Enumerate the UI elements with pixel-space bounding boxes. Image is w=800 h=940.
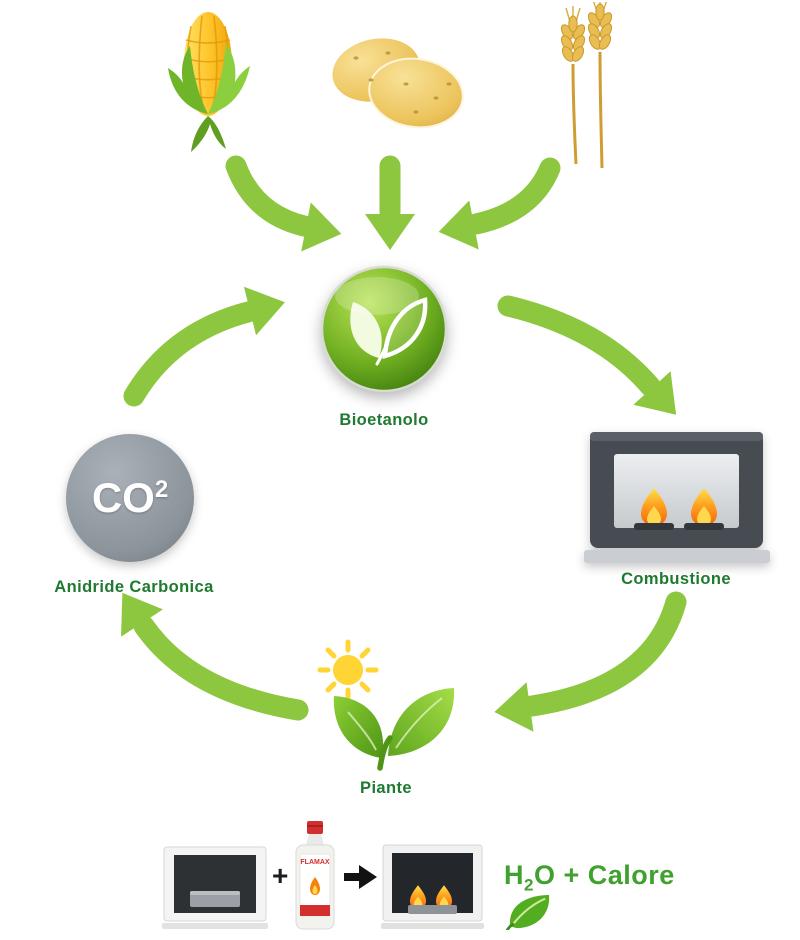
fireplace-burning-icon xyxy=(584,428,770,568)
potatoes-icon xyxy=(316,26,472,134)
co2-symbol: CO2 xyxy=(91,474,169,521)
leaf-icon xyxy=(506,892,554,930)
fireplace-empty-icon xyxy=(160,845,270,933)
wheat-icon xyxy=(540,2,632,168)
combustion-label: Combustione xyxy=(621,570,731,588)
bioethanol-bottle-icon: FLAMAX xyxy=(292,821,338,933)
plus-sign: + xyxy=(272,860,289,891)
arrow-corn-to-bioethanol xyxy=(221,151,346,257)
arrow-potatoes-to-bioethanol xyxy=(360,151,420,255)
bioethanol-label: Bioetanolo xyxy=(339,411,429,429)
plant-with-sun-icon xyxy=(296,638,482,774)
result-text: H2O + Calore xyxy=(504,860,675,895)
corn-icon xyxy=(158,6,258,156)
bioethanol-leaf-circle-icon xyxy=(319,264,449,394)
black-right-arrow-icon xyxy=(344,864,378,890)
arrow-combustion-to-plants xyxy=(489,587,691,737)
fireplace-lit-icon xyxy=(380,843,485,933)
co2-circle-icon: CO2 xyxy=(64,432,196,564)
arrow-bioethanol-to-combustion xyxy=(493,291,681,420)
bottle-brand: FLAMAX xyxy=(300,859,329,866)
arrow-co2-to-bioethanol xyxy=(119,282,290,411)
arrow-wheat-to-bioethanol xyxy=(434,153,565,255)
arrow-plants-to-co2 xyxy=(116,588,313,725)
co2-label: Anidride Carbonica xyxy=(54,578,214,596)
plants-label: Piante xyxy=(360,779,412,797)
